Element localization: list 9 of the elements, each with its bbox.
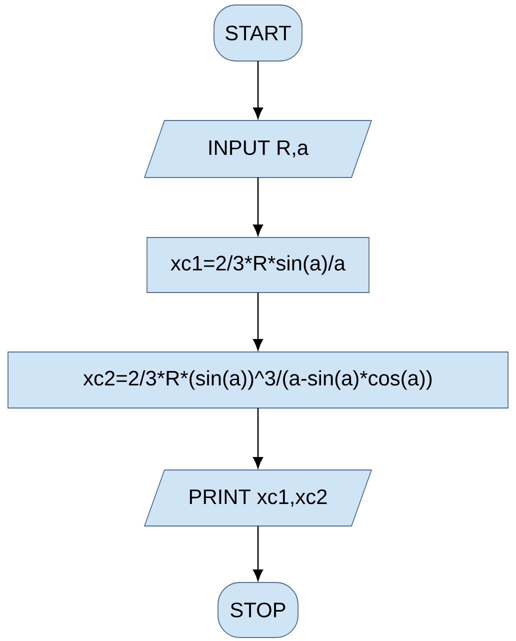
process-box: xc1=2/3*R*sin(a)/a	[146, 237, 370, 293]
process-box: xc2=2/3*R*(sin(a))^3/(a-sin(a)*cos(a))	[8, 352, 508, 408]
arrow	[253, 526, 263, 581]
arrow	[253, 61, 263, 119]
terminal-box: STOP	[218, 582, 298, 638]
arrow	[253, 178, 263, 236]
terminal-box: START	[214, 4, 302, 62]
arrow	[253, 292, 263, 350]
arrow	[253, 408, 263, 468]
